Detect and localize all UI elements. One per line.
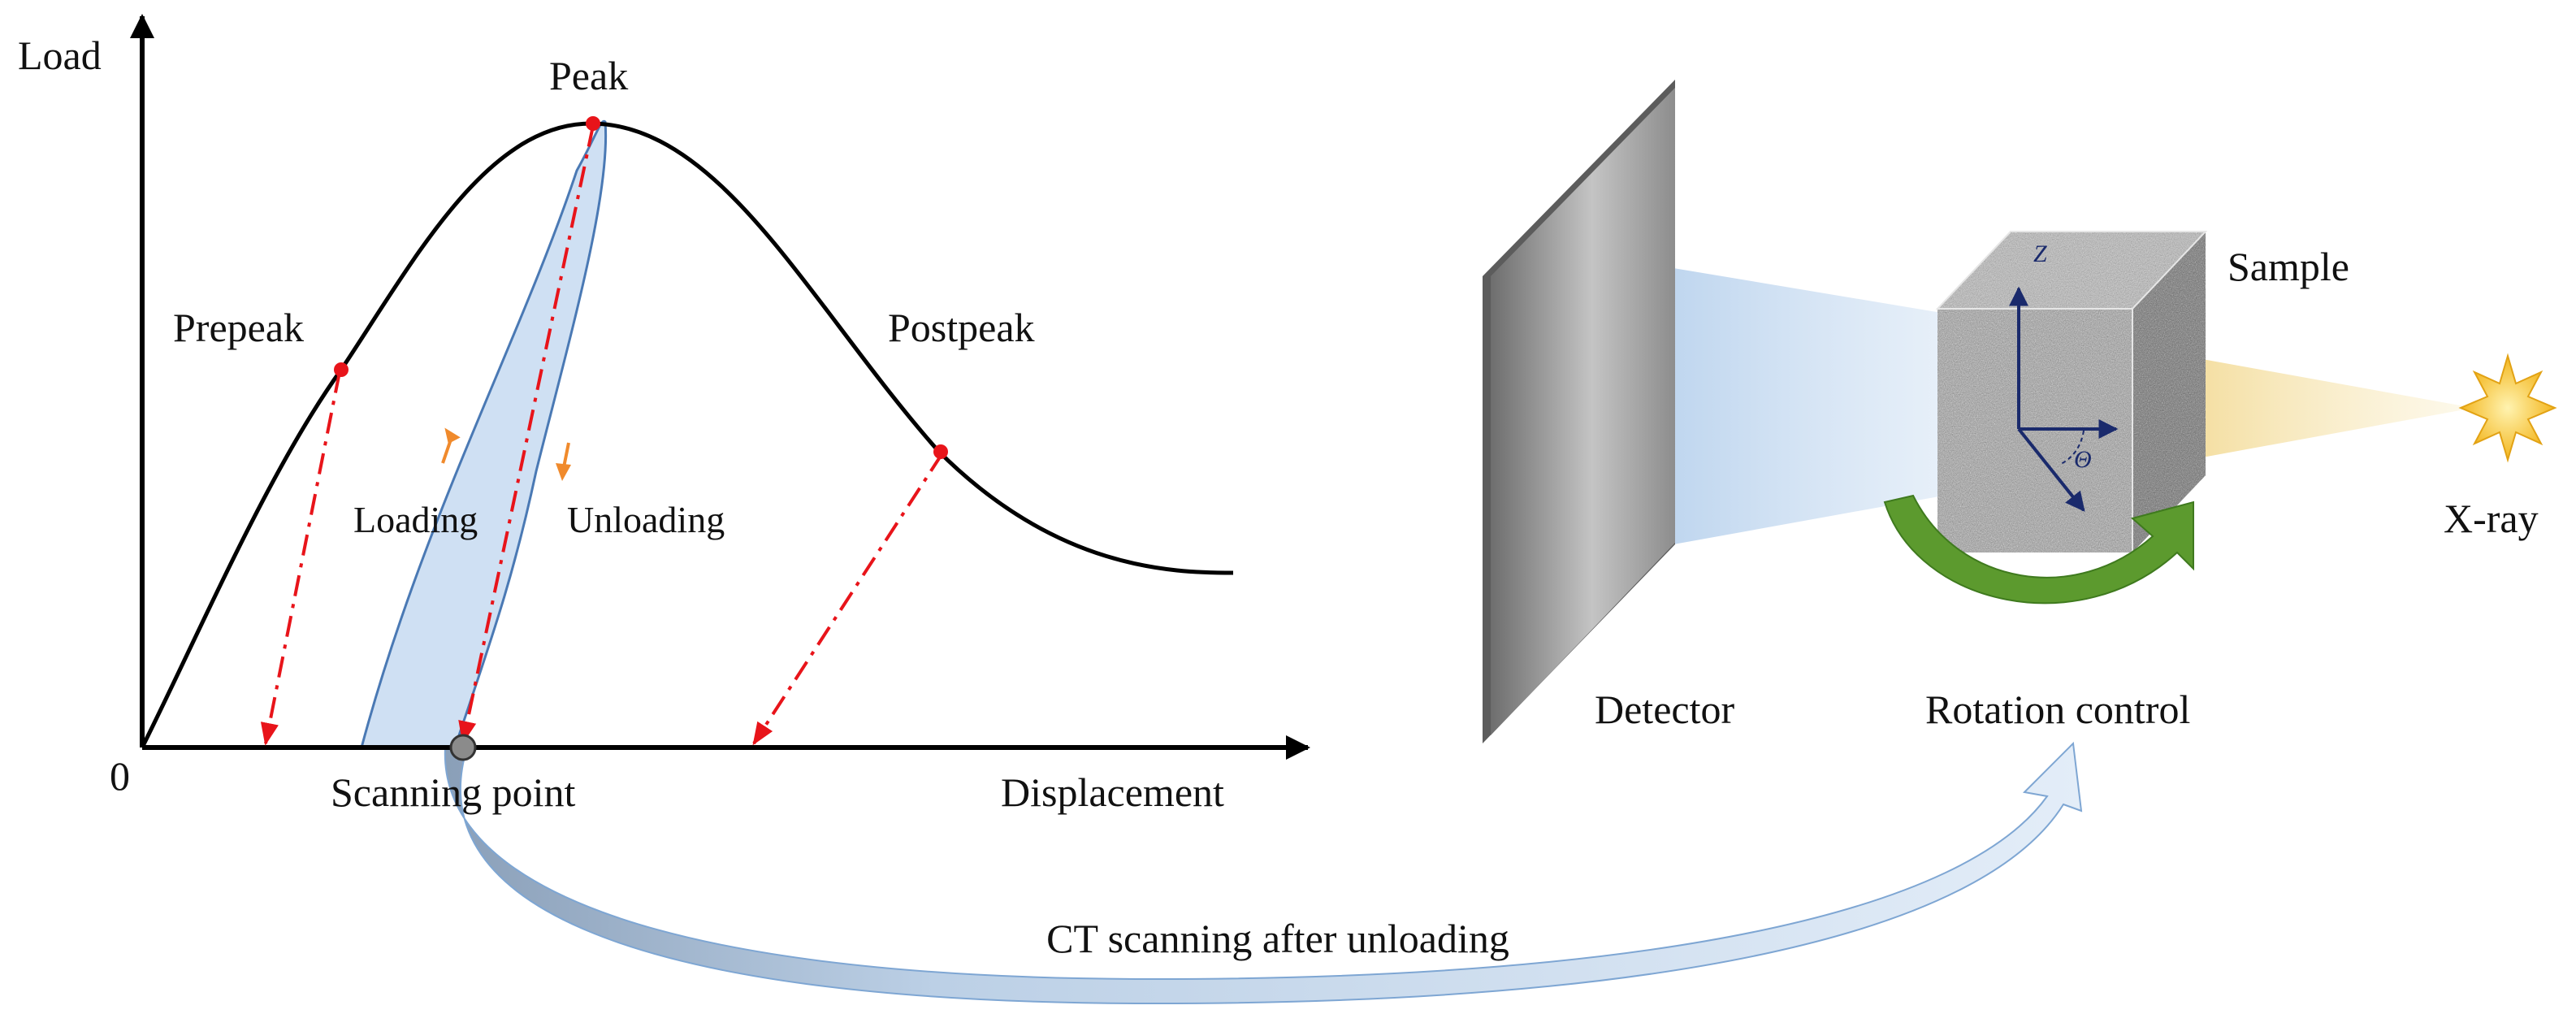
- peak-label: Peak: [549, 53, 628, 98]
- loading-arrow: [441, 427, 461, 464]
- load-displacement-chart: [130, 14, 1310, 761]
- postpeak-marker: [933, 444, 948, 459]
- detector-beam: [1673, 268, 1966, 544]
- y-axis-label: Load: [18, 32, 102, 78]
- xray-source-icon: [2458, 353, 2557, 463]
- rotation-control-label: Rotation control: [1925, 687, 2190, 732]
- postpeak-label: Postpeak: [888, 305, 1035, 350]
- load-curve: [140, 121, 1234, 749]
- scanning-point-marker: [449, 734, 477, 761]
- xray-label: X-ray: [2444, 496, 2539, 541]
- peak-marker: [586, 116, 600, 131]
- ct-setup: Z Θ: [1483, 80, 2557, 743]
- unloading-arrow: [556, 442, 571, 481]
- theta-label: Θ: [2074, 446, 2092, 473]
- loading-label: Loading: [353, 499, 478, 540]
- scanning-point-label: Scanning point: [331, 769, 575, 815]
- sample-label: Sample: [2227, 244, 2349, 289]
- ct-connector-arrow: [444, 741, 2083, 1005]
- loading-loop: [360, 119, 608, 749]
- theta-angle-arc: [2059, 430, 2085, 466]
- origin-label: 0: [110, 753, 130, 799]
- detector-label: Detector: [1595, 687, 1734, 732]
- z-axis-label: Z: [2033, 240, 2047, 267]
- connector-label: CT scanning after unloading: [1046, 916, 1509, 961]
- xray-beam: [2193, 358, 2474, 459]
- rotation-arrow: [1883, 494, 2194, 604]
- prepeak-label: Prepeak: [173, 305, 304, 350]
- prepeak-marker: [334, 362, 349, 377]
- rotated-axis-vector: [2017, 427, 2085, 512]
- detector-plate: [1483, 80, 1675, 743]
- x-axis-label: Displacement: [1001, 769, 1224, 815]
- sample-cube: [1935, 231, 2208, 552]
- postpeak-unloading-arrow: [752, 452, 944, 746]
- unloading-label: Unloading: [567, 499, 725, 540]
